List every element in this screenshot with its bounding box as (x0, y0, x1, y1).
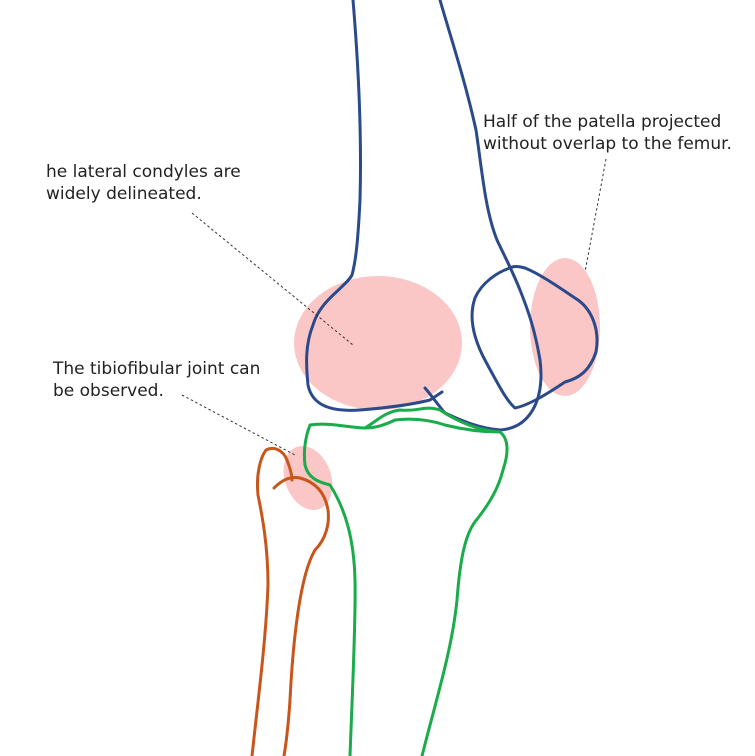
patella-outline (470, 265, 599, 410)
tibia-outline (302, 406, 509, 756)
patella-leader-line (584, 158, 607, 273)
lateral-condyle-highlight (294, 276, 462, 410)
tibiofibular-text-line1: The tibiofibular joint can (53, 359, 261, 379)
fibula-outline (250, 446, 330, 756)
patella-annotation: Half of the patella projected without ov… (483, 111, 732, 155)
tibiofibular-annotation: The tibiofibular joint can be observed. (53, 358, 260, 402)
lateral-condyles-text-line2: widely delineated. (46, 184, 202, 204)
lateral-condyles-annotation: he lateral condyles are widely delineate… (46, 161, 241, 205)
condyle-leader-line (191, 212, 354, 346)
patella-text-line1: Half of the patella projected (483, 112, 722, 132)
tibiofibular-leader-line (181, 394, 296, 456)
patella-text-line2: without overlap to the femur. (483, 134, 732, 154)
tibiofibular-text-line2: be observed. (53, 381, 164, 401)
lateral-condyles-text-line1: he lateral condyles are (46, 162, 241, 182)
tibiofibular-joint-highlight (283, 446, 333, 510)
patella-highlight (530, 258, 600, 396)
